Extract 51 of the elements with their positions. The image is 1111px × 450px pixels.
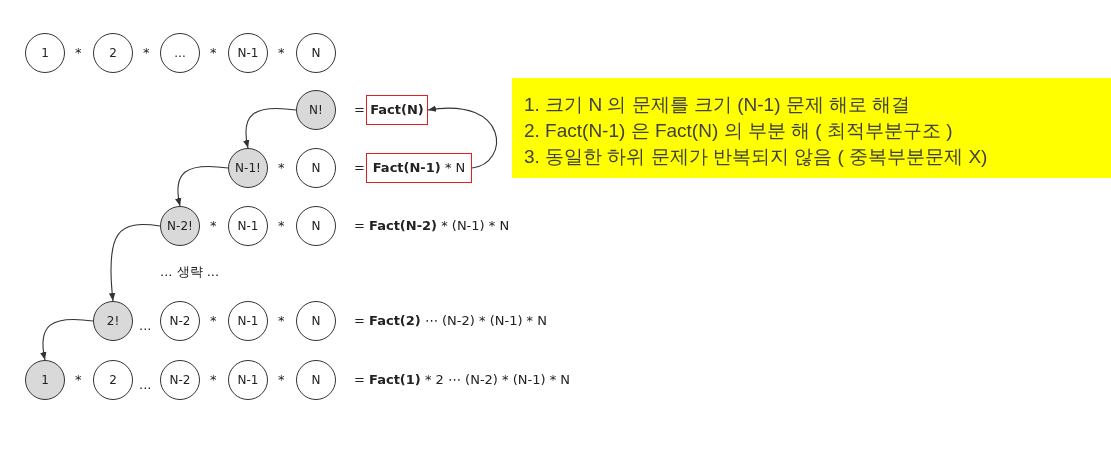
number-circle: N xyxy=(296,360,336,400)
number-circle: N-2! xyxy=(160,206,200,246)
number-circle: N! xyxy=(296,90,336,130)
formula-box: Fact(N-1)* N xyxy=(366,153,472,183)
multiply-sign: * xyxy=(278,45,285,61)
number-circle: N-1 xyxy=(228,301,268,341)
number-circle: ... xyxy=(160,33,200,73)
arrow xyxy=(175,165,229,207)
number-circle: N-2 xyxy=(160,360,200,400)
note-box xyxy=(512,78,1111,178)
multiply-sign: * xyxy=(75,372,82,388)
omitted-note: ... 생략 ... xyxy=(160,264,220,280)
formula-text: = Fact(1)* 2 ⋯ (N-2) * (N-1) * N xyxy=(354,372,570,388)
formula-box: Fact(N) xyxy=(366,95,428,125)
number-circle: N xyxy=(296,148,336,188)
multiply-sign: * xyxy=(210,372,217,388)
number-circle: 1 xyxy=(25,33,65,73)
equals-sign: = xyxy=(354,102,365,118)
number-circle: 1 xyxy=(25,360,65,400)
note-line: 2. Fact(N-1) 은 Fact(N) 의 부분 해 ( 최적부분구조 ) xyxy=(524,119,954,143)
number-circle: 2 xyxy=(93,33,133,73)
note-line: 3. 동일한 하위 문제가 반복되지 않음 ( 중복부분문제 X) xyxy=(524,145,989,169)
number-circle: 2! xyxy=(93,301,133,341)
formula-text: = Fact(2) ⋯ (N-2) * (N-1) * N xyxy=(354,313,547,329)
multiply-sign: * xyxy=(210,218,217,234)
number-circle: 2 xyxy=(93,360,133,400)
equals-sign: = xyxy=(354,160,365,176)
number-circle: N-1! xyxy=(228,148,268,188)
multiply-sign: * xyxy=(75,45,82,61)
number-circle: N xyxy=(296,301,336,341)
multiply-sign: * xyxy=(143,45,150,61)
number-circle: N-1 xyxy=(228,33,268,73)
arrow xyxy=(40,318,94,361)
multiply-sign: * xyxy=(278,160,285,176)
multiply-sign: * xyxy=(210,313,217,329)
number-circle: N-1 xyxy=(228,206,268,246)
formula-text: = Fact(N-2)* (N-1) * N xyxy=(354,218,510,234)
multiply-sign: * xyxy=(278,372,285,388)
ellipsis: ... xyxy=(139,377,152,393)
note-line: 1. 크기 N 의 문제를 크기 (N-1) 문제 해로 해결 xyxy=(524,93,912,117)
number-circle: N-1 xyxy=(228,360,268,400)
ellipsis: ... xyxy=(139,318,152,334)
multiply-sign: * xyxy=(210,45,217,61)
multiply-sign: * xyxy=(278,313,285,329)
arrow xyxy=(427,106,498,169)
multiply-sign: * xyxy=(278,218,285,234)
number-circle: N-2 xyxy=(160,301,200,341)
number-circle: N xyxy=(296,206,336,246)
arrow xyxy=(243,107,297,149)
number-circle: N xyxy=(296,33,336,73)
arrow xyxy=(109,224,161,302)
